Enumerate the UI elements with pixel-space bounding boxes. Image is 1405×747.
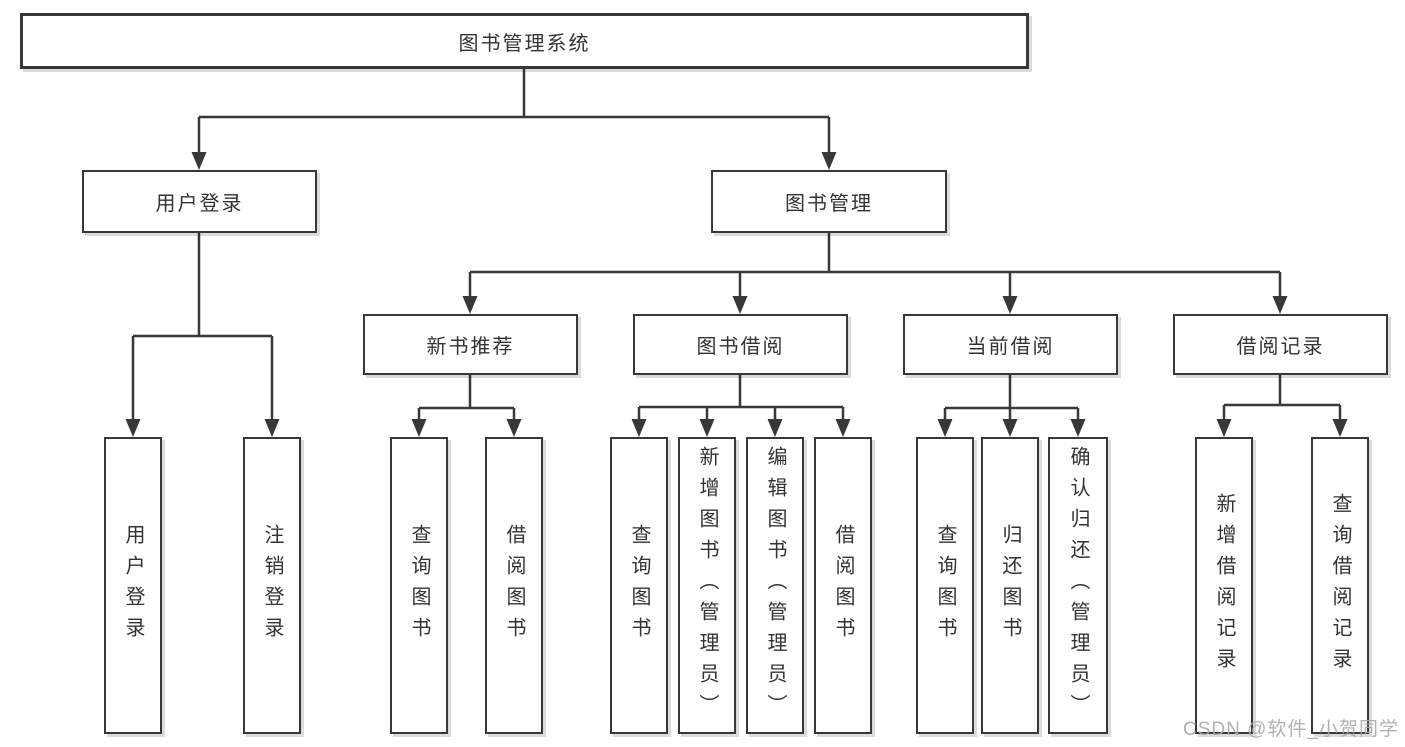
node-label: 注销登录	[261, 523, 283, 648]
node-label: 借阅图书	[832, 523, 854, 648]
node-label: 图书管理系统	[458, 32, 591, 55]
node-label: 图书借阅	[696, 336, 785, 358]
node-borrow-records: 借阅记录	[1173, 314, 1388, 375]
node-new-book-recommend: 新书推荐	[363, 314, 578, 375]
node-label: 查询图书	[934, 523, 956, 648]
node-label: 查询借阅记录	[1329, 492, 1351, 679]
leaf-user-login: 用户登录	[104, 437, 162, 734]
leaf-add-borrow-record: 新增借阅记录	[1195, 437, 1253, 734]
node-user-login: 用户登录	[82, 170, 317, 233]
leaf-query-books-recommend: 查询图书	[390, 437, 448, 734]
leaf-query-books-borrow: 查询图书	[610, 437, 668, 734]
leaf-borrow-books: 借阅图书	[814, 437, 872, 734]
node-label: 新增借阅记录	[1213, 492, 1235, 679]
leaf-borrow-books-recommend: 借阅图书	[485, 437, 543, 734]
leaf-logout: 注销登录	[243, 437, 301, 734]
node-library-management-system: 图书管理系统	[20, 13, 1029, 69]
leaf-edit-book-admin: 编辑图书（管理员）	[746, 437, 804, 734]
node-label: 图书管理	[785, 193, 873, 215]
node-label: 用户登录	[155, 193, 244, 215]
node-book-management: 图书管理	[711, 170, 947, 233]
leaf-add-book-admin: 新增图书（管理员）	[678, 437, 736, 734]
leaf-query-borrow-record: 查询借阅记录	[1311, 437, 1369, 734]
node-book-borrow: 图书借阅	[633, 314, 848, 375]
leaf-confirm-return-admin: 确认归还（管理员）	[1048, 437, 1108, 734]
node-label: 编辑图书（管理员）	[764, 446, 786, 725]
node-current-borrow: 当前借阅	[903, 314, 1118, 375]
node-label: 当前借阅	[966, 336, 1055, 358]
node-label: 新增图书（管理员）	[696, 446, 718, 725]
watermark: CSDN @软件_小贺同学	[1183, 719, 1399, 740]
leaf-return-books: 归还图书	[981, 437, 1039, 734]
node-label: 借阅图书	[503, 523, 525, 648]
node-label: 用户登录	[122, 523, 144, 648]
leaf-query-books-current: 查询图书	[916, 437, 974, 734]
node-label: 查询图书	[628, 523, 650, 648]
node-label: 新书推荐	[426, 336, 515, 358]
node-label: 确认归还（管理员）	[1067, 446, 1089, 725]
node-label: 借阅记录	[1236, 336, 1325, 358]
node-label: 归还图书	[999, 523, 1021, 648]
node-label: 查询图书	[408, 523, 430, 648]
